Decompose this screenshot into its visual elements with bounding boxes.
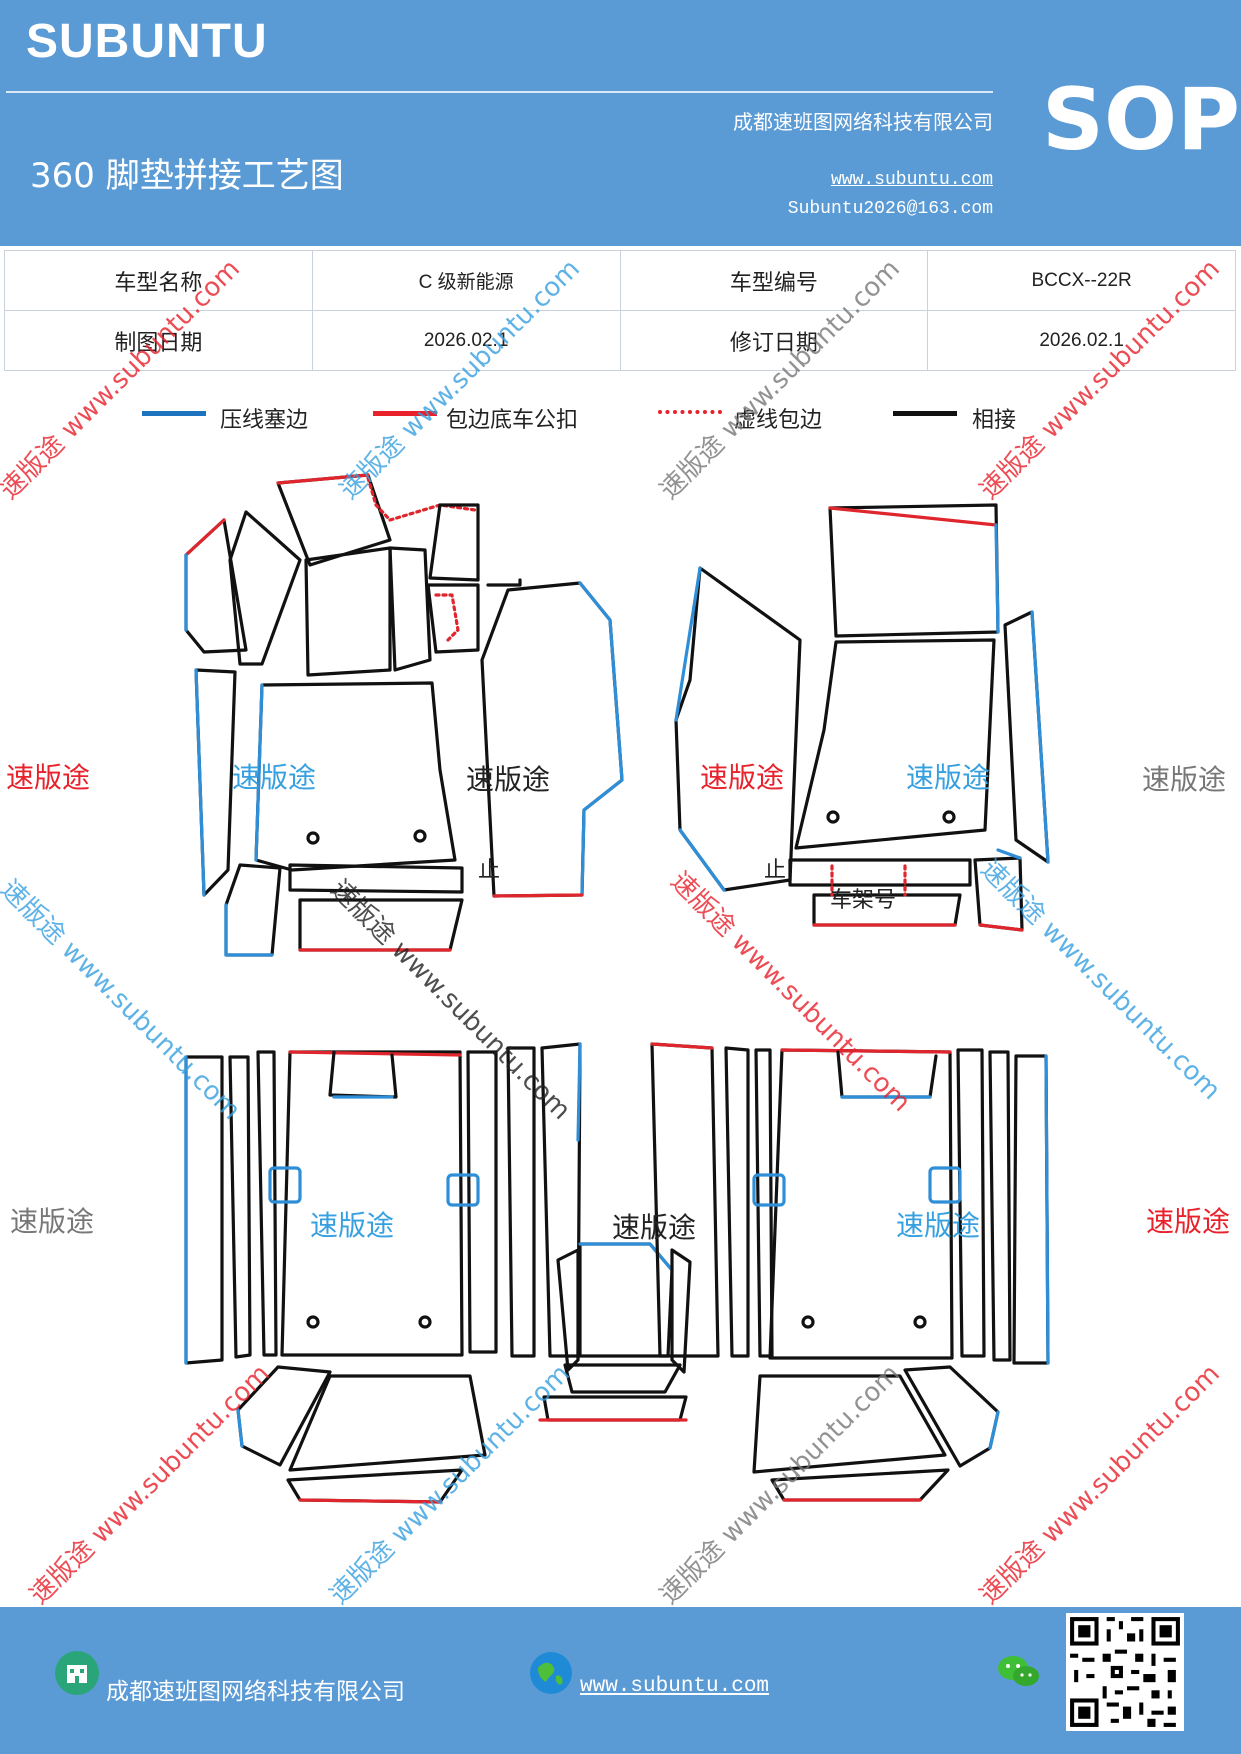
front-left-mat-group — [184, 473, 624, 957]
rear-left-mat-group — [184, 1042, 582, 1504]
legend-swatch-red-dotted — [658, 410, 722, 414]
draw-date-label: 制图日期 — [4, 310, 313, 371]
header-divider — [6, 91, 993, 93]
watermark-brand: 速版途 — [6, 761, 91, 794]
legend-swatch-black — [893, 411, 957, 416]
front-right-mat-group — [674, 503, 1050, 932]
model-name-value: C 级新能源 — [311, 250, 621, 311]
watermark-brand: 速版途 — [310, 1209, 395, 1242]
watermark-brand: 速版途 — [1146, 1205, 1231, 1238]
frame-number-label: 车架号 — [830, 888, 897, 913]
header-website-link[interactable]: www.subuntu.com — [830, 170, 993, 190]
watermark-brand: 速版途 — [10, 1205, 95, 1238]
watermark-brand: 速版途 — [700, 761, 785, 794]
revise-date-value: 2026.02.1 — [927, 310, 1236, 371]
model-name-label: 车型名称 — [4, 250, 313, 311]
watermark-brand: 速版途 — [612, 1211, 697, 1244]
building-icon — [55, 1651, 99, 1695]
info-table: 车型名称 C 级新能源 车型编号 BCCX--22R 制图日期 2026.02.… — [4, 250, 1236, 371]
sop-badge: SOP — [1042, 70, 1241, 170]
globe-icon — [530, 1652, 572, 1694]
document-title: 360 脚垫拼接工艺图 — [30, 156, 344, 196]
qr-code-icon[interactable] — [1066, 1613, 1184, 1731]
legend-label: 相接 — [972, 408, 1017, 433]
center-rear-mat-group — [538, 1242, 692, 1422]
wechat-icon — [998, 1656, 1039, 1686]
footer-company: 成都速班图网络科技有限公司 — [106, 1679, 405, 1705]
stop-marker-left: 止 — [478, 858, 501, 883]
header-banner — [0, 0, 1241, 246]
table-row: 车型名称 C 级新能源 车型编号 BCCX--22R — [4, 250, 1236, 311]
legend-swatch-red — [373, 411, 437, 416]
footer-website-link[interactable]: www.subuntu.com — [580, 1675, 770, 1698]
legend-label: 包边底车公扣 — [446, 408, 579, 433]
watermark-brand: 速版途 — [232, 761, 317, 794]
legend: 压线塞边 包边底车公扣 虚线包边 相接 — [0, 398, 1241, 438]
brand-logo: SUBUNTU — [26, 15, 268, 68]
watermark-brand: 速版途 — [1142, 763, 1227, 796]
model-code-value: BCCX--22R — [927, 250, 1236, 311]
legend-swatch-blue — [142, 411, 206, 416]
watermark-brand: 速版途 — [466, 763, 551, 796]
rear-right-mat-group — [650, 1042, 1050, 1502]
stop-marker-right: 止 — [764, 858, 787, 883]
table-row: 制图日期 2026.02.1 修订日期 2026.02.1 — [4, 310, 1236, 371]
legend-label: 压线塞边 — [220, 408, 309, 433]
watermark-brand: 速版途 — [896, 1209, 981, 1242]
revise-date-label: 修订日期 — [619, 310, 929, 371]
model-code-label: 车型编号 — [619, 250, 929, 311]
header-email: Subuntu2026@163.com — [787, 199, 993, 219]
header-company: 成都速班图网络科技有限公司 — [733, 110, 993, 134]
legend-label: 虚线包边 — [734, 408, 823, 433]
watermark-brand: 速版途 — [906, 761, 991, 794]
draw-date-value: 2026.02.1 — [311, 310, 621, 371]
